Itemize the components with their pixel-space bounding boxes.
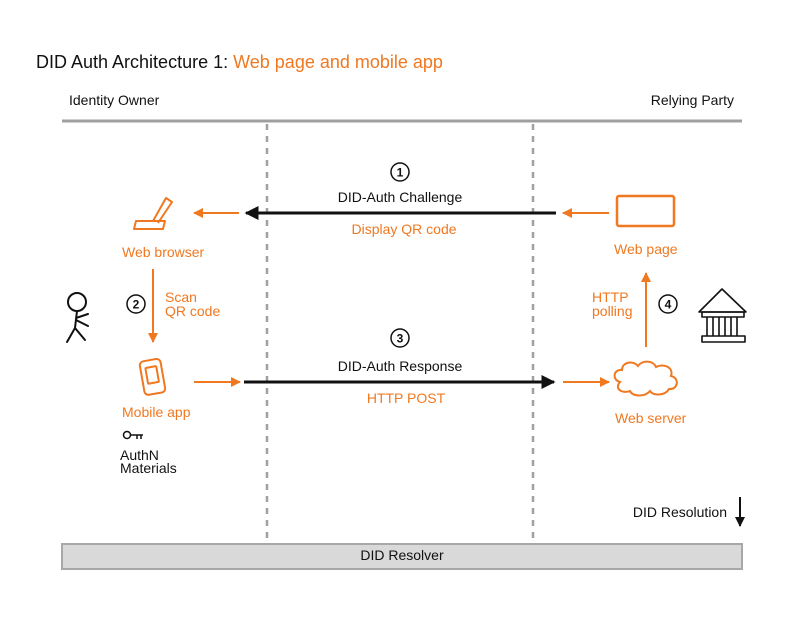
step-1-number: 1 [397,166,404,180]
challenge-sublabel: Display QR code [351,221,456,237]
person-icon [66,292,89,343]
response-label: DID-Auth Response [338,358,463,374]
polling-label-line2: polling [592,303,632,319]
response-sublabel: HTTP POST [367,390,446,406]
web-browser-label: Web browser [122,244,205,260]
step-4-number: 4 [665,298,672,312]
step-3-number: 3 [397,332,404,346]
scan-label-line1: Scan [165,289,197,305]
title-highlight: Web page and mobile app [233,52,443,72]
bank-icon [698,288,747,343]
step-4-badge [658,294,678,314]
step-2-badge [126,294,146,314]
did-resolution-label: DID Resolution [633,504,727,520]
step-1-badge [390,162,410,182]
lane-relying-party: Relying Party [651,92,734,108]
cloud-icon [613,360,678,397]
lane-identity-owner: Identity Owner [69,92,160,108]
web-page-icon [615,194,676,228]
challenge-label: DID-Auth Challenge [338,189,463,205]
scan-label-line2: QR code [165,303,220,319]
did-resolver-label: DID Resolver [360,547,444,563]
step-3-badge [390,328,410,348]
polling-label-line1: HTTP [592,289,629,305]
authn-label-line2: Materials [120,460,177,476]
step-2-number: 2 [133,298,140,312]
mobile-app-label: Mobile app [122,404,191,420]
web-page-label: Web page [614,241,678,257]
key-icon [122,430,143,440]
pen-icon [133,197,173,230]
web-server-label: Web server [615,410,687,426]
did-resolver-bar [61,543,743,570]
phone-icon [138,357,167,396]
diagram-title: DID Auth Architecture 1: Web page and mo… [36,52,443,72]
title-prefix: DID Auth Architecture 1: [36,52,233,72]
authn-label-line1: AuthN [120,447,159,463]
